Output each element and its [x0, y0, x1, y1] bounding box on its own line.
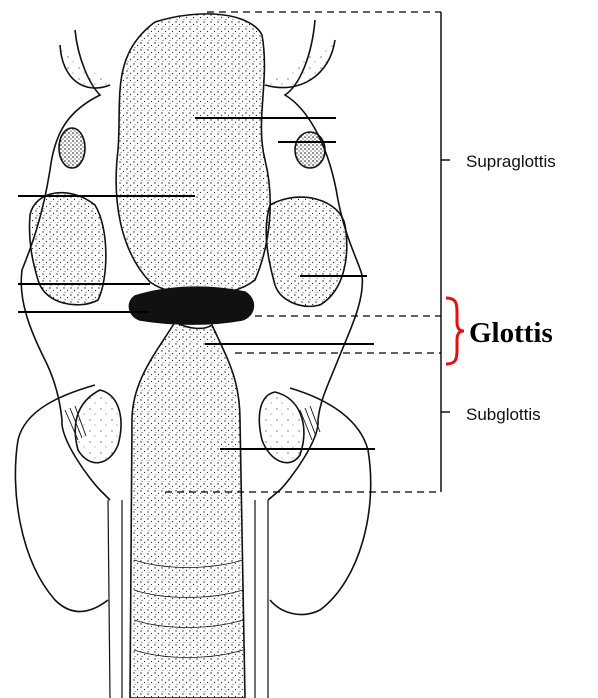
- supraglottis-label: Supraglottis: [466, 152, 556, 172]
- left-side-strip: [108, 500, 122, 698]
- left-top-fold: [60, 45, 110, 88]
- trachea: [130, 322, 245, 698]
- right-top-fold: [265, 40, 335, 88]
- epiglottis: [116, 14, 270, 295]
- left-false-fold: [29, 193, 105, 305]
- right-arytenoid: [259, 392, 304, 463]
- right-side-strip: [255, 500, 268, 698]
- right-false-fold: [266, 197, 347, 306]
- larynx-illustration: [15, 14, 370, 698]
- curly-brace: [446, 298, 464, 364]
- vocal-fold-band: [129, 287, 253, 324]
- subglottis-label: Subglottis: [466, 405, 541, 425]
- glottis-label: Glottis: [469, 317, 553, 350]
- bracket: [441, 12, 450, 492]
- right-cuneiform: [295, 132, 325, 168]
- left-cuneiform: [59, 128, 85, 168]
